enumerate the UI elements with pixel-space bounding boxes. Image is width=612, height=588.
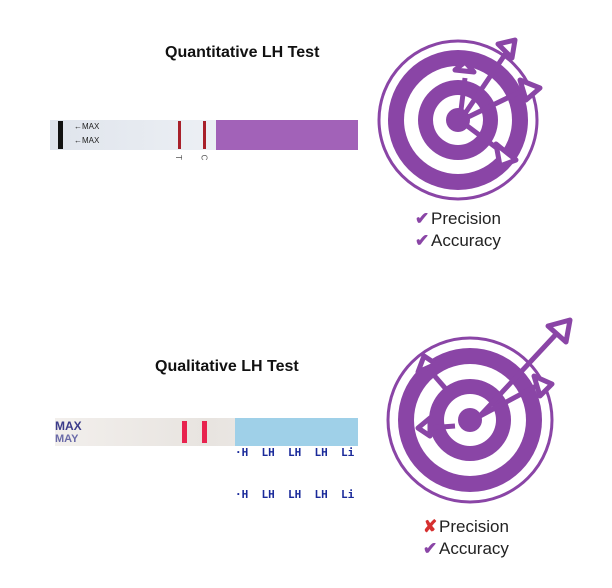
criterion-precision: ✘Precision	[423, 516, 509, 538]
qualitative-title: Qualitative LH Test	[155, 358, 299, 375]
lh-row: ·H LH LH LH Li	[235, 446, 355, 459]
check-icon: ✔	[415, 231, 430, 250]
brand-row: LH prem☺m' LH p	[219, 150, 334, 164]
criterion-label: Accuracy	[431, 231, 501, 250]
criterion-accuracy: ✔Accuracy	[415, 230, 501, 252]
control-line	[202, 421, 207, 443]
qualitative-criteria: ✘Precision ✔Accuracy	[423, 516, 509, 560]
target-accurate-imprecise	[386, 317, 573, 504]
brand-area: LH prem☺m' LH p n' LH prem☺m' LH	[216, 120, 358, 209]
strip-handle-mark	[58, 121, 63, 149]
lh-row: ·H LH LH LH Li	[235, 488, 355, 501]
max-label: ←MAX	[74, 136, 100, 145]
check-icon: ✔	[423, 539, 438, 558]
quantitative-criteria: ✔Precision ✔Accuracy	[415, 208, 501, 252]
check-icon: ✔	[415, 209, 430, 228]
quantitative-title: Quantitative LH Test	[165, 44, 320, 61]
test-line	[182, 421, 187, 443]
x-icon: ✘	[423, 517, 438, 536]
criterion-label: Precision	[431, 209, 501, 228]
criterion-label: Precision	[439, 517, 509, 536]
criterion-label: Accuracy	[439, 539, 509, 558]
max-label: ←MAX	[74, 122, 100, 131]
control-line	[203, 121, 206, 149]
max-label-faded: MAY	[55, 433, 79, 445]
criterion-accuracy: ✔Accuracy	[423, 538, 509, 560]
lh-area: ·H LH LH LH Li ·H LH LH LH Li	[235, 418, 358, 501]
max-label: MAX	[55, 419, 82, 433]
criterion-precision: ✔Precision	[415, 208, 501, 230]
test-line	[178, 121, 181, 149]
quantitative-test-strip: ←MAX ←MAX LH prem☺m' LH p n' LH prem☺m' …	[50, 120, 358, 209]
brand-row: n' LH prem☺m' LH	[216, 195, 334, 209]
qualitative-test-strip: MAX MAY ·H LH LH LH Li ·H LH LH LH Li	[55, 418, 358, 501]
target-precise-accurate	[377, 37, 543, 201]
